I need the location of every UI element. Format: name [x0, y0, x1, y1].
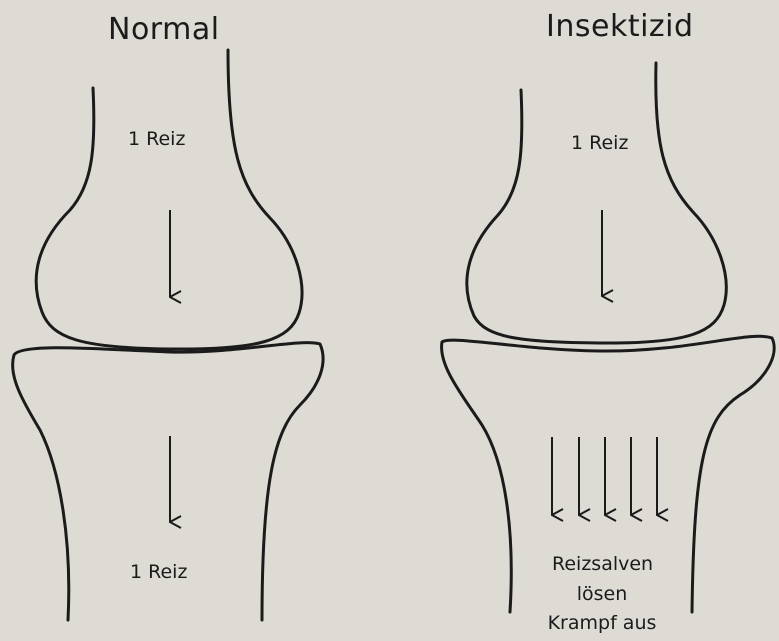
normal-title: Normal: [108, 12, 220, 47]
salvo-caption-line-3: Krampf aus: [537, 612, 667, 634]
salvo-caption-line-1: Reizsalven: [552, 553, 652, 575]
normal-bottom-stimulus-label: 1 Reiz: [130, 561, 187, 583]
normal-top-stimulus-label: 1 Reiz: [128, 128, 185, 150]
salvo-caption-line-2: lösen: [552, 583, 652, 605]
insecticide-presynaptic-terminal: [467, 63, 726, 343]
insecticide-top-stimulus-label: 1 Reiz: [571, 132, 628, 154]
normal-presynaptic-terminal: [36, 50, 302, 349]
insecticide-title: Insektizid: [546, 9, 694, 44]
